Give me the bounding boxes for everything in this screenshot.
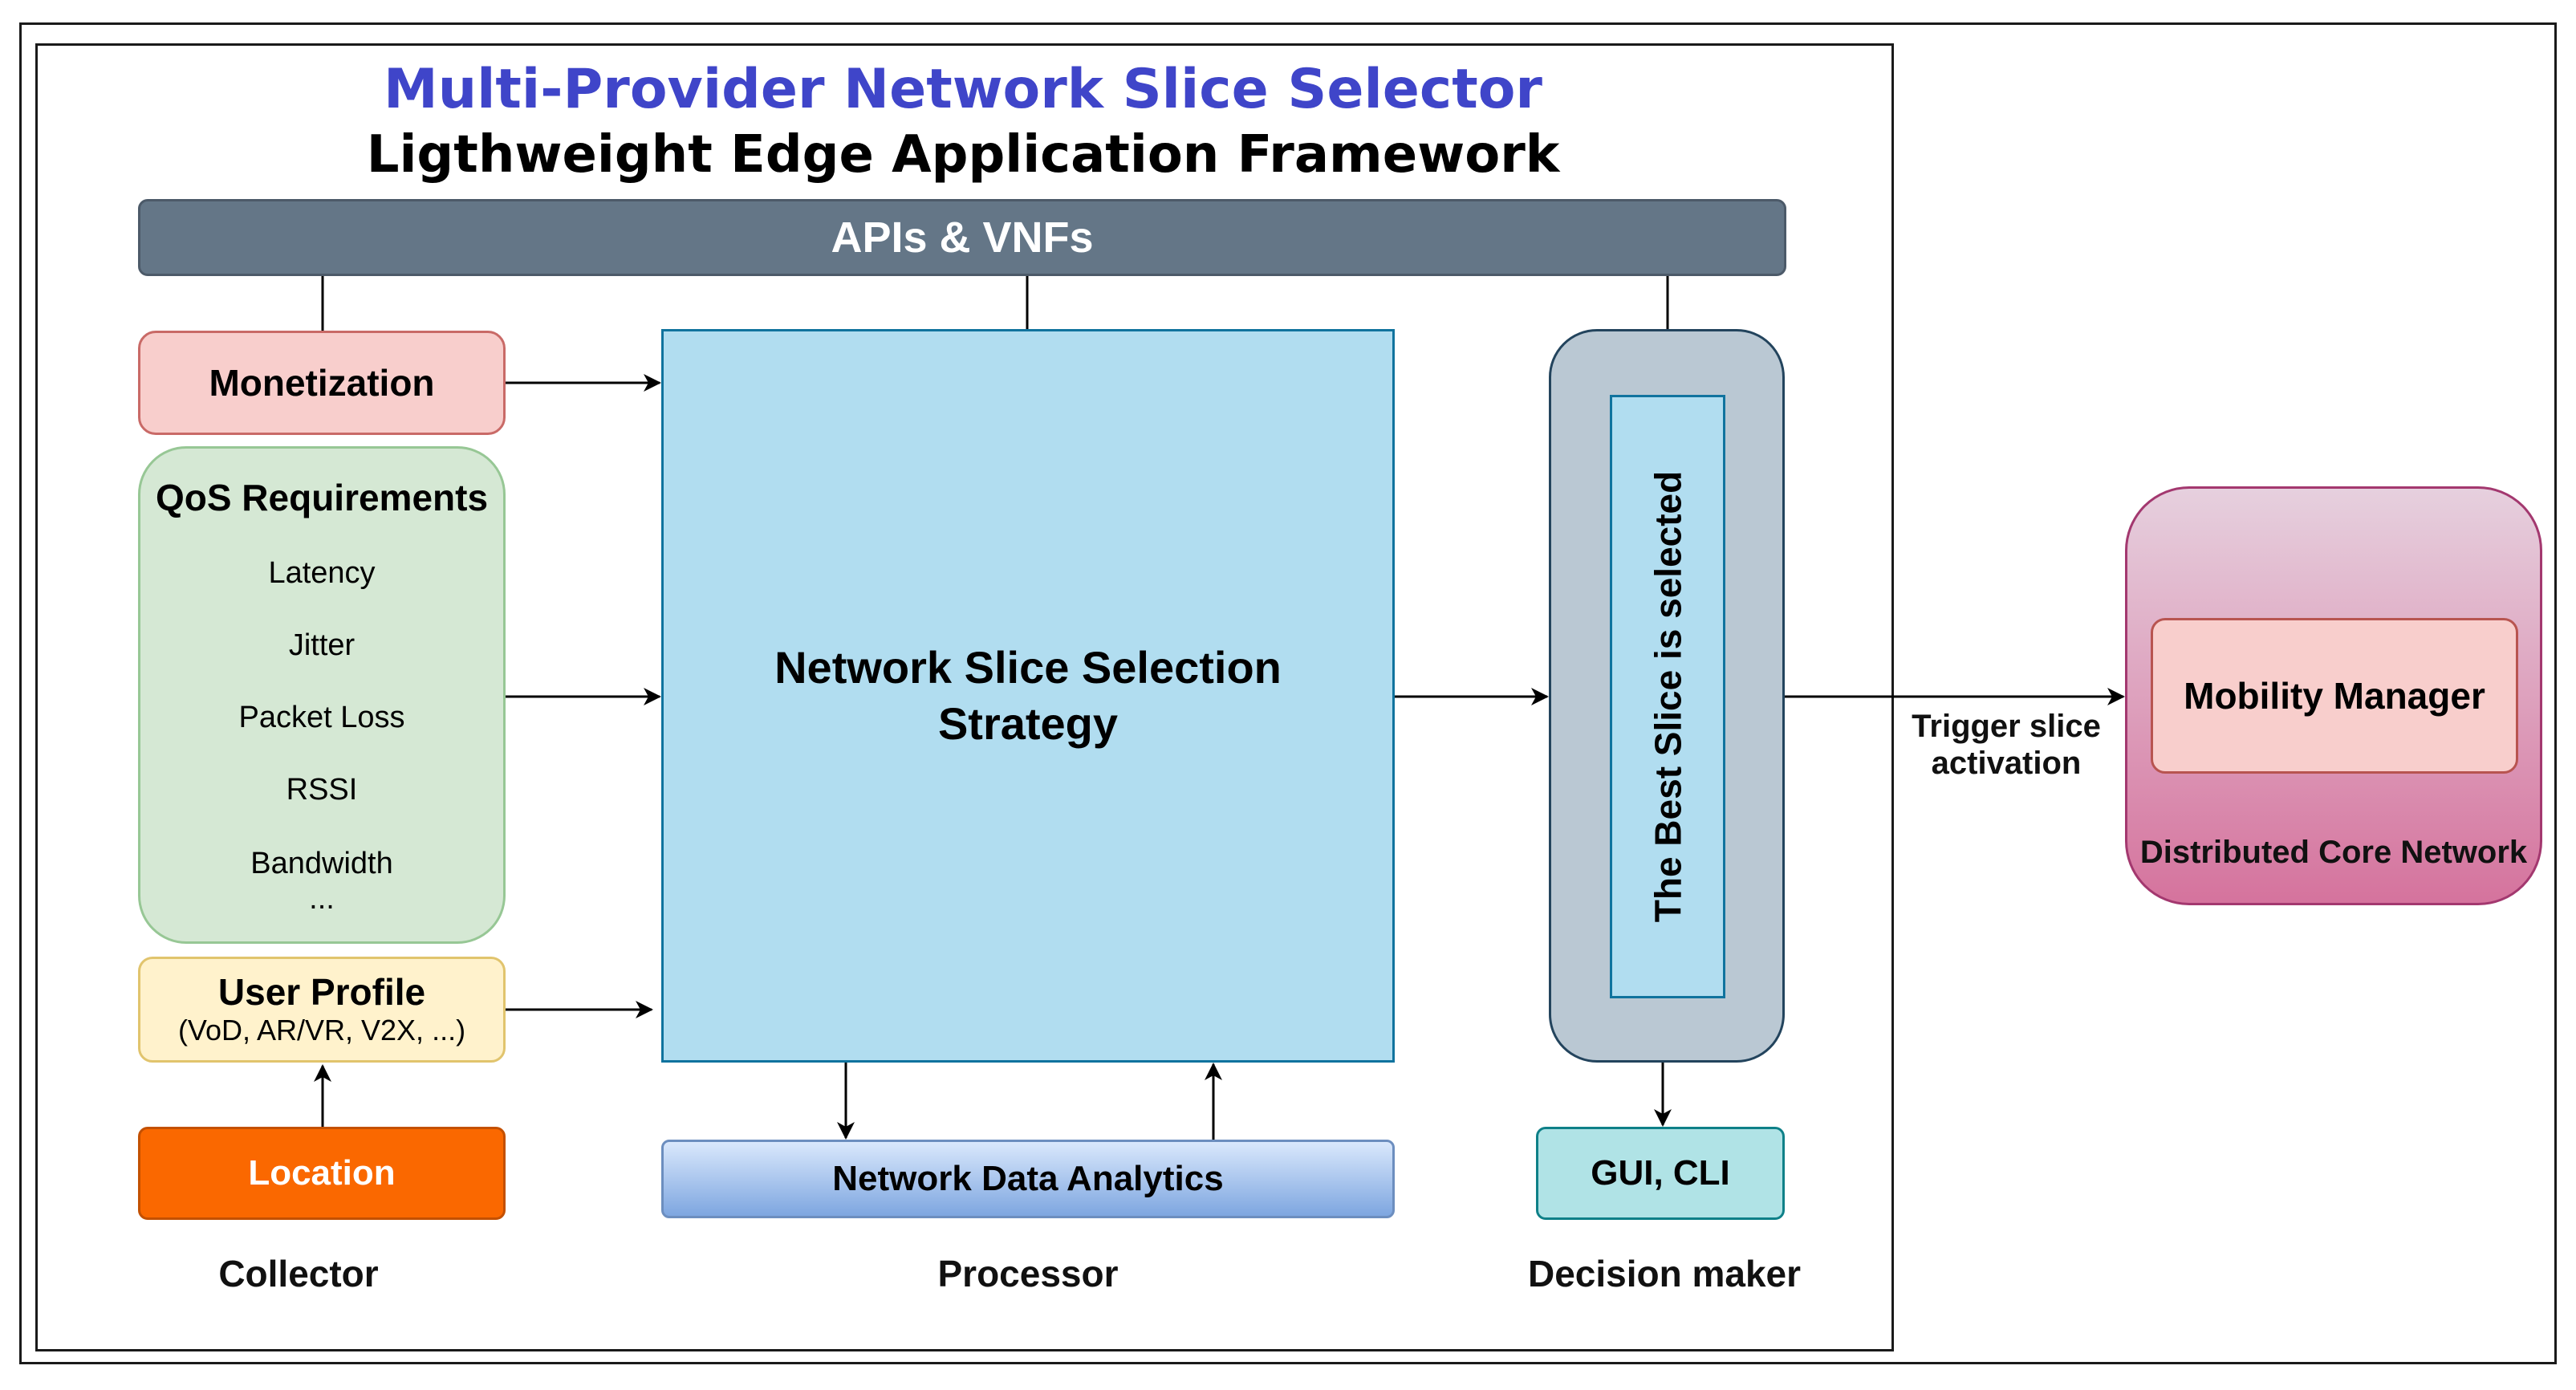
trigger-label: Trigger slice activation (1912, 709, 2101, 781)
qos-item-jitter: Jitter (288, 628, 356, 662)
qos-requirements-box: QoS Requirements Latency Jitter Packet L… (138, 446, 506, 944)
qos-item-rssi: RSSI (286, 773, 358, 807)
location-box: Location (138, 1127, 506, 1220)
diagram-title: Multi-Provider Network Slice Selector (384, 58, 1542, 121)
slice-selection-strategy-box: Network Slice Selection Strategy (661, 329, 1395, 1063)
qos-item-latency: Latency (268, 556, 376, 590)
best-slice-label: The Best Slice is selected (1647, 470, 1688, 923)
core-network-label: Distributed Core Network (2139, 835, 2528, 870)
strategy-label: Network Slice Selection Strategy (774, 642, 1282, 749)
network-data-analytics-box: Network Data Analytics (661, 1140, 1395, 1218)
decision-maker-label: Decision maker (1527, 1253, 1802, 1294)
mobility-manager-box: Mobility Manager (2151, 618, 2518, 774)
processor-label: Processor (937, 1253, 1119, 1294)
apis-vnfs-bar: APIs & VNFs (138, 199, 1786, 276)
diagram-subtitle: Ligthweight Edge Application Framework (366, 125, 1560, 185)
collector-label: Collector (218, 1253, 379, 1294)
qos-item-bandwidth: Bandwidth (250, 847, 393, 880)
best-slice-box: The Best Slice is selected (1610, 395, 1725, 998)
user-profile-box: User Profile (VoD, AR/VR, V2X, ...) (138, 957, 506, 1063)
user-profile-detail: (VoD, AR/VR, V2X, ...) (177, 1014, 466, 1047)
qos-item-more: ... (309, 882, 335, 916)
monetization-box: Monetization (138, 331, 506, 435)
qos-item-packet-loss: Packet Loss (238, 701, 405, 734)
gui-cli-box: GUI, CLI (1536, 1127, 1785, 1220)
outer-frame (19, 22, 2557, 1364)
user-profile-title: User Profile (217, 971, 426, 1013)
qos-title: QoS Requirements (155, 477, 489, 518)
